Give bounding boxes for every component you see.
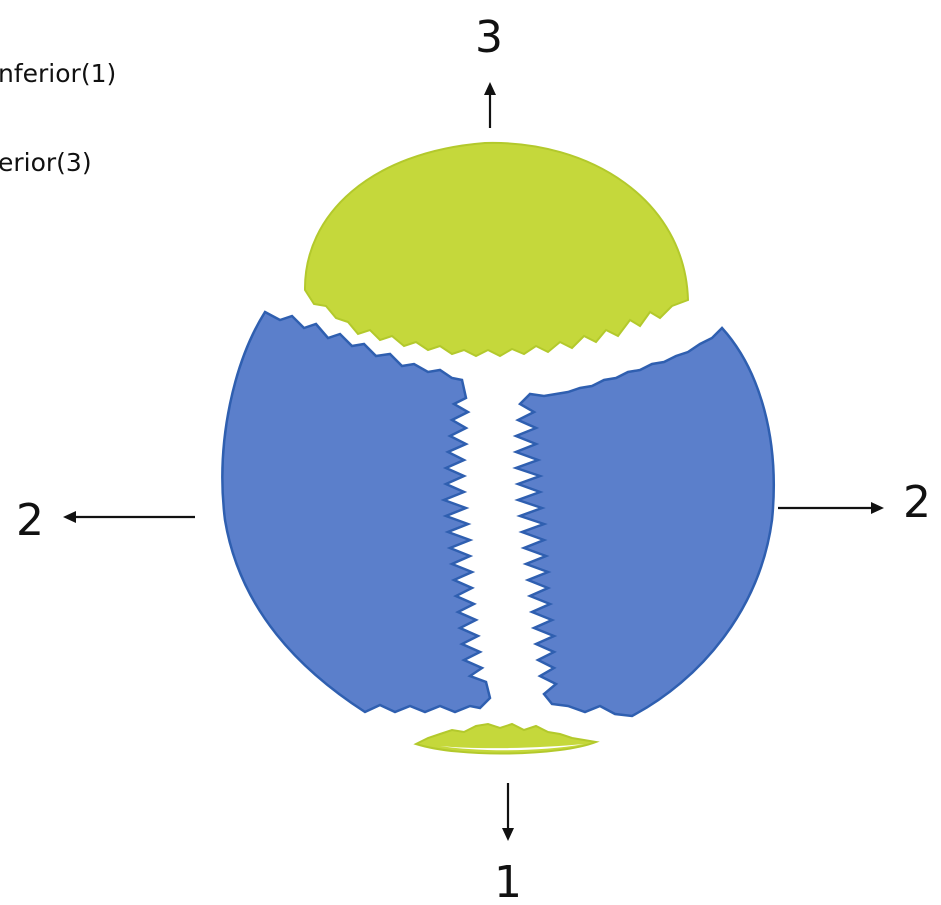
label-left-2: 2 <box>16 495 44 546</box>
arrow-right-head <box>871 502 884 514</box>
right-fragment <box>516 328 774 716</box>
label-bottom-1: 1 <box>494 857 522 905</box>
label-top-3: 3 <box>475 12 503 63</box>
label-right-2: 2 <box>903 477 931 528</box>
arrow-left-head <box>63 511 76 523</box>
legend-line-inferior: nferior(1) <box>0 59 116 88</box>
top-fragment <box>305 143 688 356</box>
arrow-up-head <box>484 82 496 95</box>
legend-line-superior: erior(3) <box>0 148 92 177</box>
arrow-down-head <box>502 828 514 841</box>
left-fragment <box>222 312 490 712</box>
